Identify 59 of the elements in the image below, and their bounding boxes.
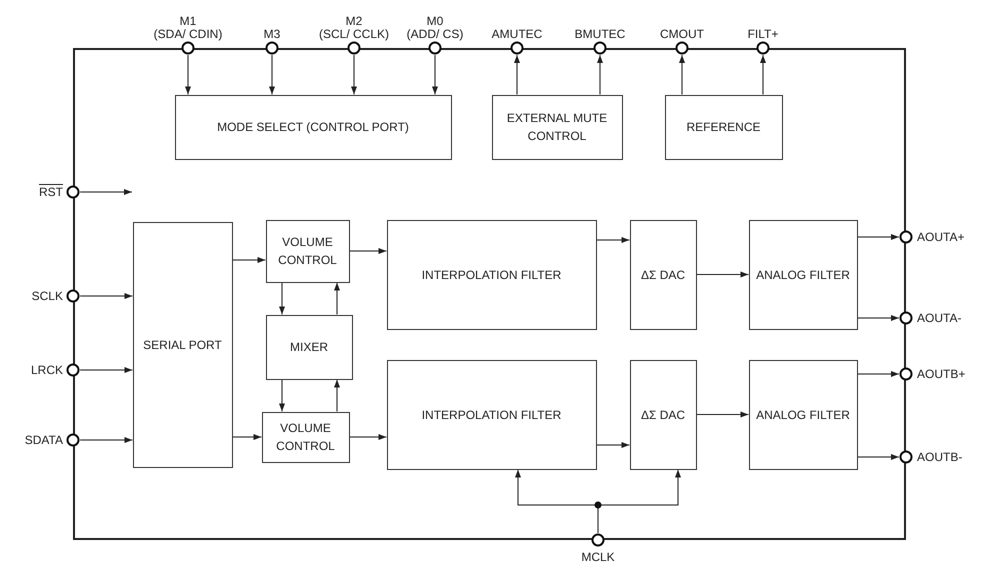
pin-label: M0 (ADD/ CS) — [406, 15, 464, 41]
arrow — [334, 282, 340, 315]
function-block: ANALOG FILTER — [748, 220, 858, 330]
arrow — [432, 54, 438, 95]
pin-label: MCLK — [581, 551, 615, 564]
pin-label: SCLK — [32, 290, 63, 302]
function-block: ANALOG FILTER — [748, 360, 858, 470]
function-block: ΔΣ DAC — [630, 220, 696, 330]
arrow — [857, 371, 900, 377]
arrow — [696, 272, 749, 278]
arrow — [760, 54, 766, 95]
pin-label: CMOUT — [660, 28, 704, 41]
function-block: SERIAL PORT — [132, 222, 232, 468]
arrow — [269, 54, 275, 95]
arrow — [857, 454, 900, 460]
pin-label: RST — [39, 186, 63, 198]
arrow — [696, 412, 749, 418]
pin-label: AOUTB+ — [917, 368, 966, 380]
arrow — [349, 248, 387, 254]
function-block: VOLUME CONTROL — [266, 220, 350, 282]
arrow — [279, 282, 285, 315]
function-block: MODE SELECT (CONTROL PORT) — [174, 94, 452, 160]
function-block: ΔΣ DAC — [630, 360, 696, 470]
function-block: VOLUME CONTROL — [262, 412, 350, 462]
arrow — [351, 54, 357, 95]
arrow — [349, 434, 387, 440]
function-block: EXTERNAL MUTE CONTROL — [492, 94, 622, 160]
arrow — [596, 442, 630, 448]
arrow — [857, 315, 900, 321]
chip-outline — [73, 48, 906, 540]
pin-label: BMUTEC — [574, 28, 626, 41]
arrow — [80, 189, 132, 195]
arrow — [596, 237, 630, 243]
arrow — [679, 54, 685, 95]
pin-label: AMUTEC — [492, 28, 542, 41]
function-block: REFERENCE — [664, 94, 782, 160]
pin-label: LRCK — [30, 364, 63, 376]
arrow — [514, 54, 520, 95]
arrow — [80, 367, 133, 373]
pin-label: M2 (SCL/ CCLK) — [318, 15, 389, 41]
arrow — [185, 54, 191, 95]
function-block: MIXER — [266, 314, 352, 380]
arrow — [334, 379, 340, 412]
pin-label: M1 (SDA/ CDIN) — [154, 15, 222, 41]
arrow — [597, 54, 603, 95]
arrow — [279, 379, 285, 412]
pin-label: AOUTA+ — [917, 230, 964, 244]
pin-label: AOUTB- — [917, 450, 962, 464]
pin-label: SDATA — [24, 434, 63, 446]
arrow — [232, 434, 262, 440]
arrow — [232, 257, 266, 263]
pin-label: M3 — [264, 28, 280, 41]
arrow — [80, 437, 133, 443]
pin-label: AOUTA- — [917, 312, 962, 324]
arrow — [80, 293, 133, 299]
function-block: INTERPOLATION FILTER — [386, 360, 596, 470]
pin-label: FILT+ — [748, 28, 778, 41]
function-block: INTERPOLATION FILTER — [386, 220, 596, 330]
arrow — [857, 234, 900, 240]
